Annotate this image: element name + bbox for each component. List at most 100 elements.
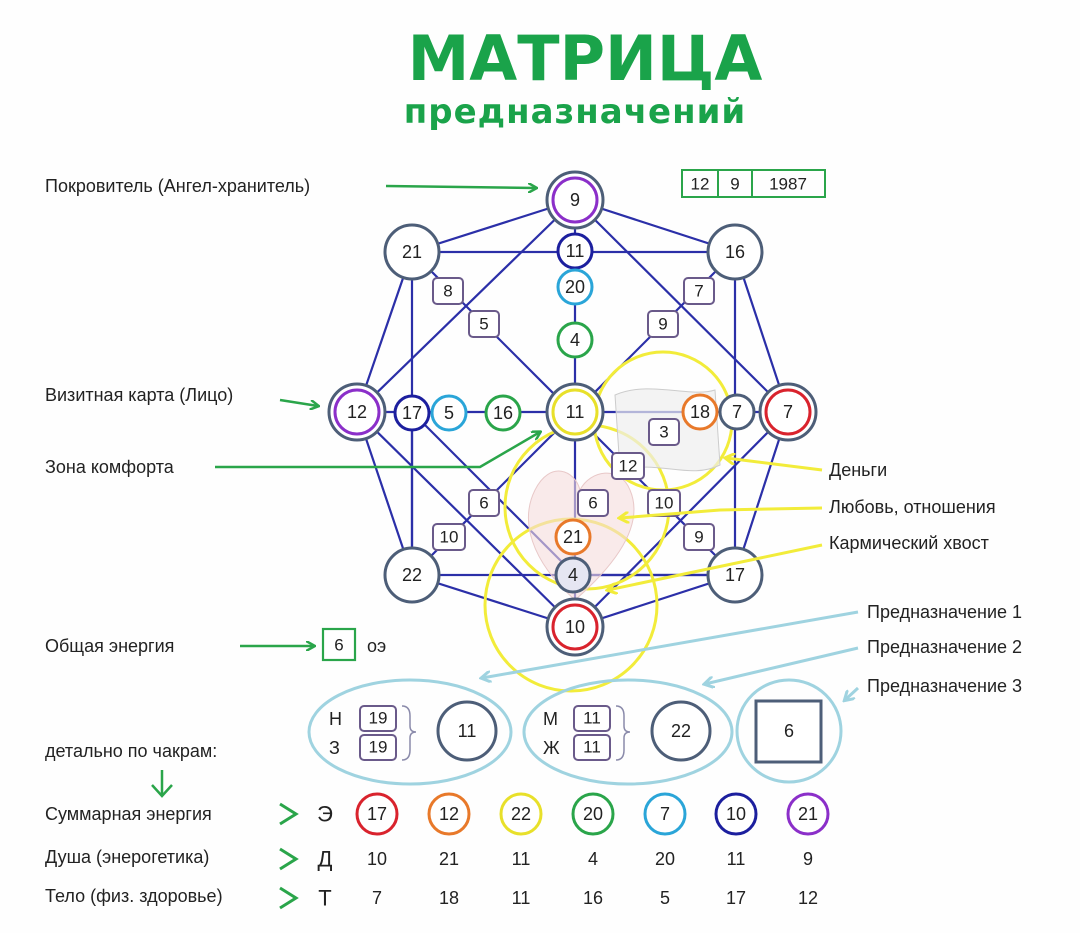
purpose1-z-label: З (329, 738, 340, 758)
node-bottom-right-value: 17 (725, 565, 745, 585)
purpose2-m-label: М (543, 709, 558, 729)
title-main: МАТРИЦА (408, 22, 763, 95)
chakra-value: 4 (588, 849, 598, 869)
chakra-value: 11 (512, 888, 531, 908)
svg-text:7: 7 (694, 282, 703, 301)
label-purpose1: Предназначение 1 (867, 602, 1022, 622)
node-top-left-value: 21 (402, 242, 422, 262)
node-right-inner1-value: 18 (690, 402, 710, 422)
node-h3: 16 (484, 394, 522, 432)
purpose2-m-value: 11 (583, 709, 601, 728)
chakra-circle (427, 792, 471, 836)
box-10-right: 10 (647, 489, 681, 517)
purpose1-n-label: Н (329, 709, 342, 729)
node-right-inner1: 18 (681, 393, 719, 431)
node-h3-value: 16 (493, 403, 513, 423)
svg-text:6: 6 (479, 494, 488, 513)
purpose1-group: Н 19 З 19 11 (307, 678, 513, 786)
chakra-row-letter: Т (318, 886, 331, 911)
birth-date: 12 9 1987 (681, 169, 826, 198)
chakra-arrows (279, 802, 299, 910)
node-v3-value: 4 (570, 330, 580, 350)
purpose3-result: 6 (784, 721, 794, 741)
node-center-value: 11 (566, 402, 585, 422)
box-10-left: 10 (432, 523, 466, 551)
chakra-value: 12 (798, 888, 818, 908)
node-v1: 11 (556, 232, 594, 270)
chakra-value: 7 (660, 804, 670, 824)
number-boxes: 8 5 7 9 3 12 6 6 10 10 9 (432, 277, 715, 551)
node-v1-value: 11 (566, 241, 585, 261)
svg-text:6: 6 (588, 494, 597, 513)
purpose2-brace (615, 705, 631, 761)
purpose1-z-value: 19 (369, 738, 388, 757)
arrow-karmic-tail (608, 543, 823, 590)
node-h1-value: 17 (402, 403, 422, 423)
node-right-inner2-value: 7 (732, 402, 742, 422)
chakra-row-letter: Д (318, 847, 333, 872)
chakra-row-letter: Э (317, 802, 333, 827)
chakra-value: 16 (583, 888, 603, 908)
node-low2-value: 4 (568, 565, 578, 585)
node-top: 9 (545, 170, 605, 230)
svg-text:12: 12 (619, 457, 638, 476)
chakra-value: 22 (511, 804, 531, 824)
label-purpose3: Предназначение 3 (867, 676, 1022, 696)
chakra-circle (571, 792, 615, 836)
total-energy-value: 6 (334, 636, 343, 655)
arrow-purpose3 (845, 686, 860, 700)
purpose2-zh-value: 11 (583, 738, 601, 757)
box-8: 8 (432, 277, 464, 305)
node-right-value: 7 (783, 402, 793, 422)
purpose3-group: 6 (735, 678, 843, 784)
chakra-value: 11 (512, 849, 531, 869)
svg-text:10: 10 (440, 528, 459, 547)
node-top-value: 9 (570, 190, 580, 210)
node-right: 7 (758, 382, 818, 442)
node-center: 11 (545, 382, 605, 442)
label-body: Тело (физ. здоровье) (45, 886, 223, 906)
svg-text:3: 3 (659, 423, 668, 442)
svg-text:9: 9 (694, 528, 703, 547)
date-month: 9 (730, 175, 739, 194)
node-low2: 4 (554, 556, 592, 594)
arrow-purpose1 (482, 610, 859, 678)
chakra-value: 17 (367, 804, 387, 824)
purpose1-brace (401, 705, 417, 761)
node-bottom: 10 (545, 597, 605, 657)
label-comfort-zone: Зона комфорта (45, 457, 175, 477)
node-bottom-right: 17 (706, 546, 764, 604)
purpose2-result: 22 (671, 721, 691, 741)
node-top-right-value: 16 (725, 242, 745, 262)
arrow-love (620, 506, 823, 518)
node-bottom-left: 22 (383, 546, 441, 604)
node-v2-value: 20 (565, 277, 585, 297)
chakra-value: 18 (439, 888, 459, 908)
date-day: 12 (691, 175, 710, 194)
label-sum-energy: Суммарная энергия (45, 804, 212, 824)
label-karmic-tail: Кармический хвост (829, 533, 989, 553)
arrow-purpose2 (705, 646, 859, 684)
svg-text:8: 8 (443, 282, 452, 301)
chakra-value: 21 (439, 849, 459, 869)
label-by-chakras: детально по чакрам: (45, 741, 217, 761)
chakra-value: 11 (727, 849, 746, 869)
purpose2-zh-label: Ж (543, 738, 560, 758)
chakra-circle (786, 792, 830, 836)
box-12: 12 (611, 452, 645, 480)
svg-text:5: 5 (479, 315, 488, 334)
svg-text:9: 9 (658, 315, 667, 334)
purpose1-result: 11 (458, 721, 477, 741)
box-3: 3 (648, 418, 680, 446)
chakra-value: 9 (803, 849, 813, 869)
chakra-value: 17 (726, 888, 746, 908)
node-top-left: 21 (383, 223, 441, 281)
box-5: 5 (468, 310, 500, 338)
box-6-left: 6 (468, 489, 500, 517)
arrow-business-card (279, 398, 318, 406)
node-bottom-value: 10 (565, 617, 585, 637)
node-h2-value: 5 (444, 403, 454, 423)
chakra-value: 10 (367, 849, 387, 869)
chevron-down-icon (151, 770, 173, 798)
